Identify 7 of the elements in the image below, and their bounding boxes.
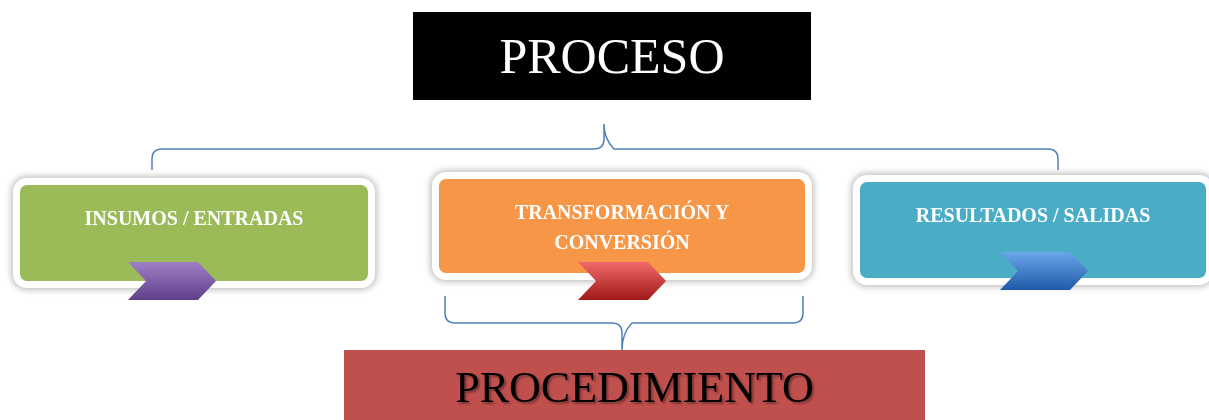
banner-box	[344, 350, 925, 420]
title-box	[413, 12, 811, 100]
node-label: TRANSFORMACIÓN Y CONVERSIÓN	[513, 199, 731, 255]
node-label: PROCESO	[499, 27, 725, 85]
node-label: RESULTADOS / SALIDAS	[915, 203, 1151, 228]
node-label: INSUMOS / ENTRADAS	[84, 206, 304, 231]
node-label: PROCEDIMIENTO	[455, 362, 814, 413]
